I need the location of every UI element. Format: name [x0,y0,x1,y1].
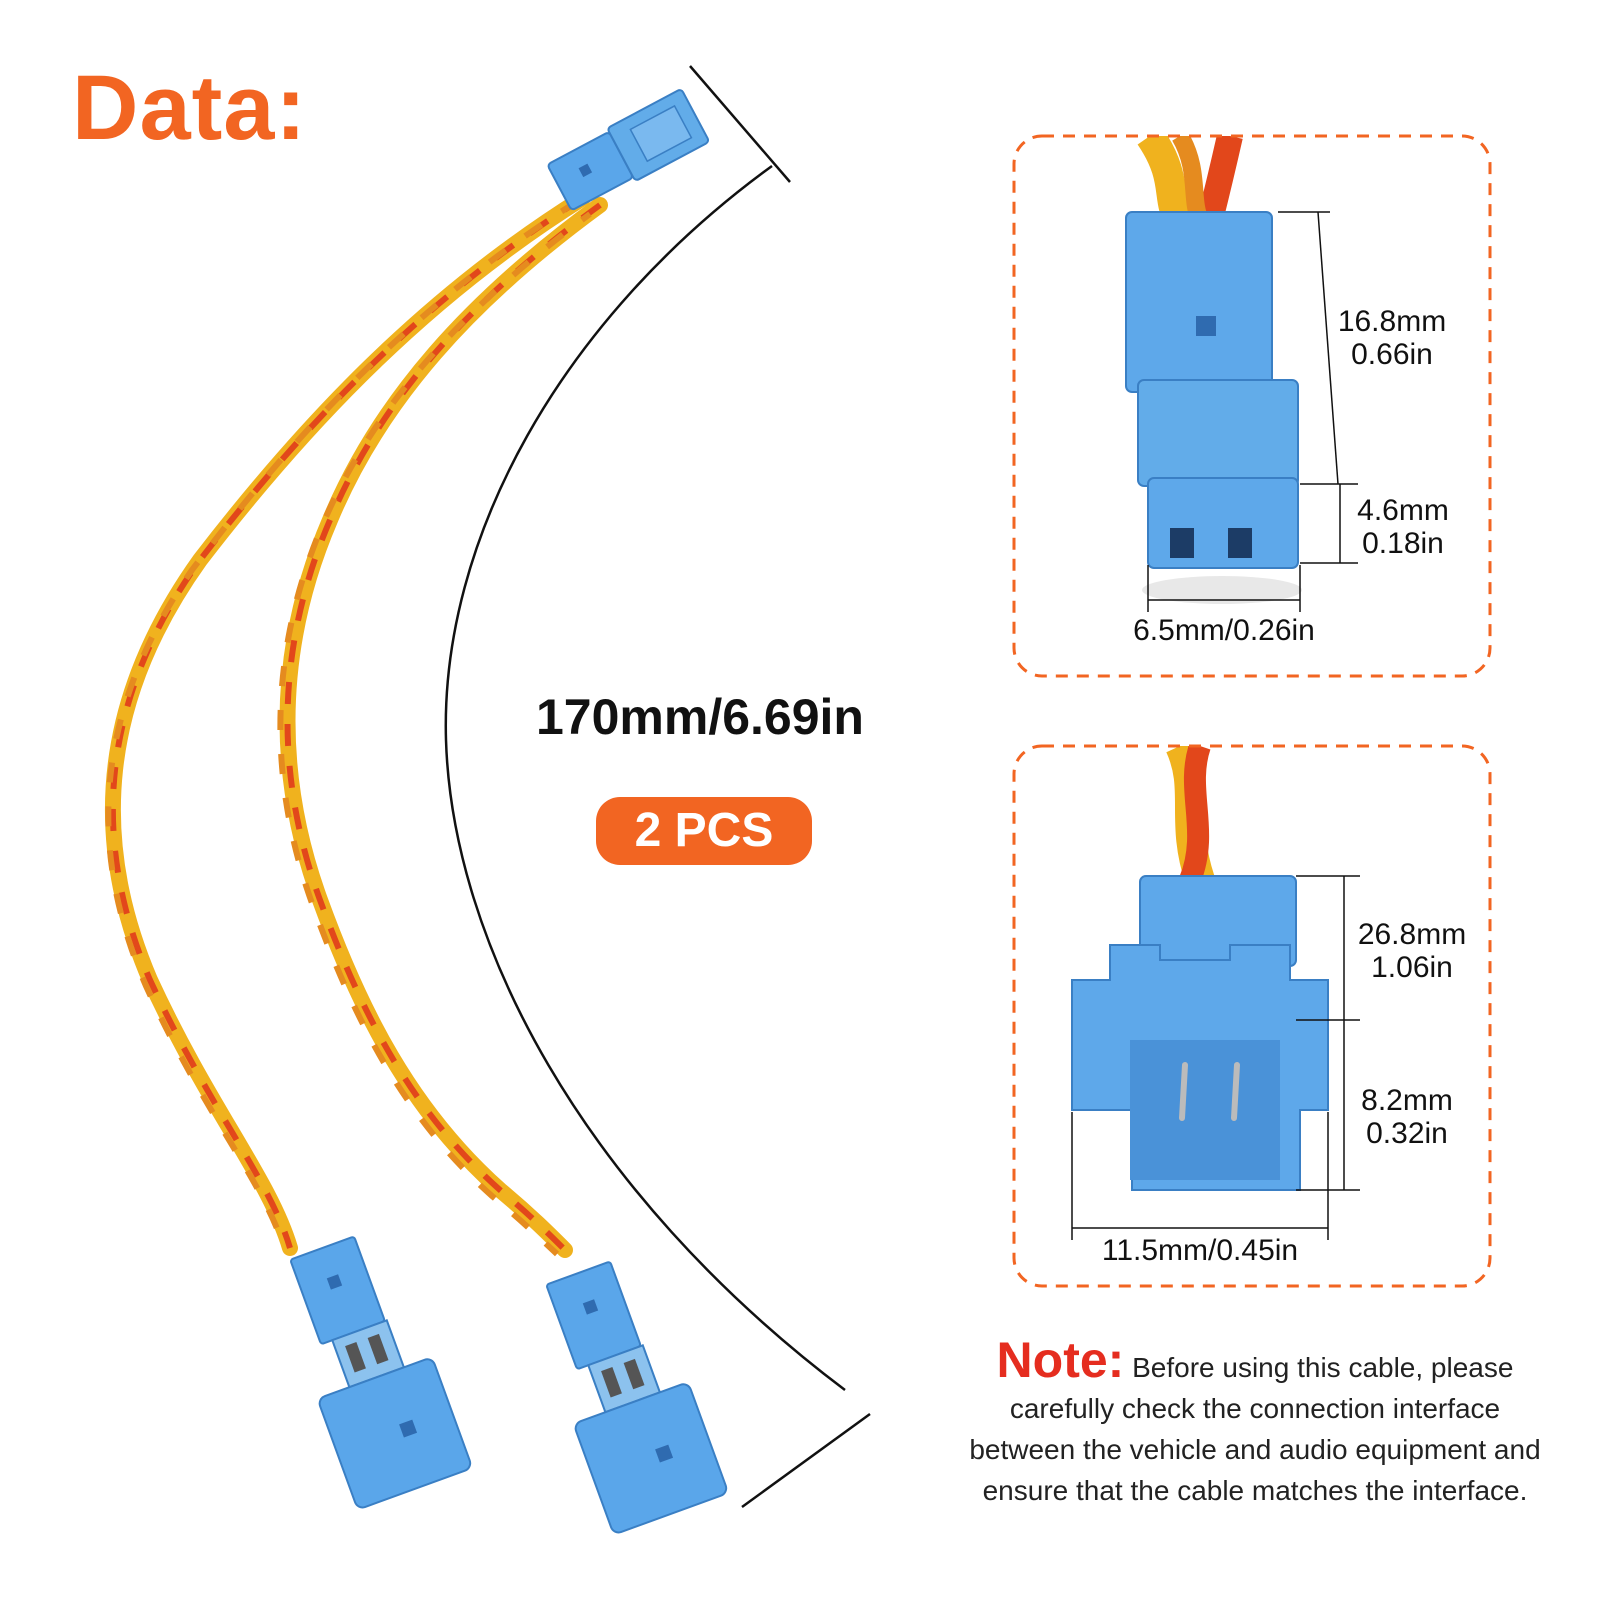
quantity-badge: 2 PCS [596,797,812,865]
cable-left [104,190,591,1256]
bottom-pin-mm: 8.2mm [1361,1084,1453,1117]
connector-bottom-right [546,1261,728,1534]
bottom-pin-label: 8.2mm 0.32in [1342,1084,1472,1150]
bottom-pin-in: 0.32in [1366,1117,1448,1150]
note-heading: Note: [996,1332,1125,1388]
bottom-height-in: 1.06in [1371,951,1453,984]
note-text: Before using this cable, please carefull… [969,1352,1541,1506]
top-width-label: 6.5mm/0.26in [1133,614,1315,647]
note-block: Note: Before using this cable, please ca… [962,1335,1548,1511]
top-height-in: 0.66in [1351,338,1433,371]
top-height-label: 16.8mm 0.66in [1322,305,1462,371]
detail-panel-bottom [1012,744,1492,1288]
top-pin-label: 4.6mm 0.18in [1338,494,1468,560]
bottom-height-mm: 26.8mm [1357,918,1467,951]
length-arc [444,65,871,1509]
top-height-mm: 16.8mm [1337,305,1447,338]
cable-right [277,197,608,1258]
title: Data: [72,57,308,159]
length-label: 170mm/6.69in [536,689,864,745]
connector-top [547,89,710,211]
connector-bottom-left [290,1236,472,1509]
top-pin-mm: 4.6mm [1357,494,1449,527]
detail-panel-top [1012,134,1492,678]
bottom-height-label: 26.8mm 1.06in [1342,918,1482,984]
bottom-width-label: 11.5mm/0.45in [1101,1234,1299,1267]
top-pin-in: 0.18in [1362,527,1444,560]
